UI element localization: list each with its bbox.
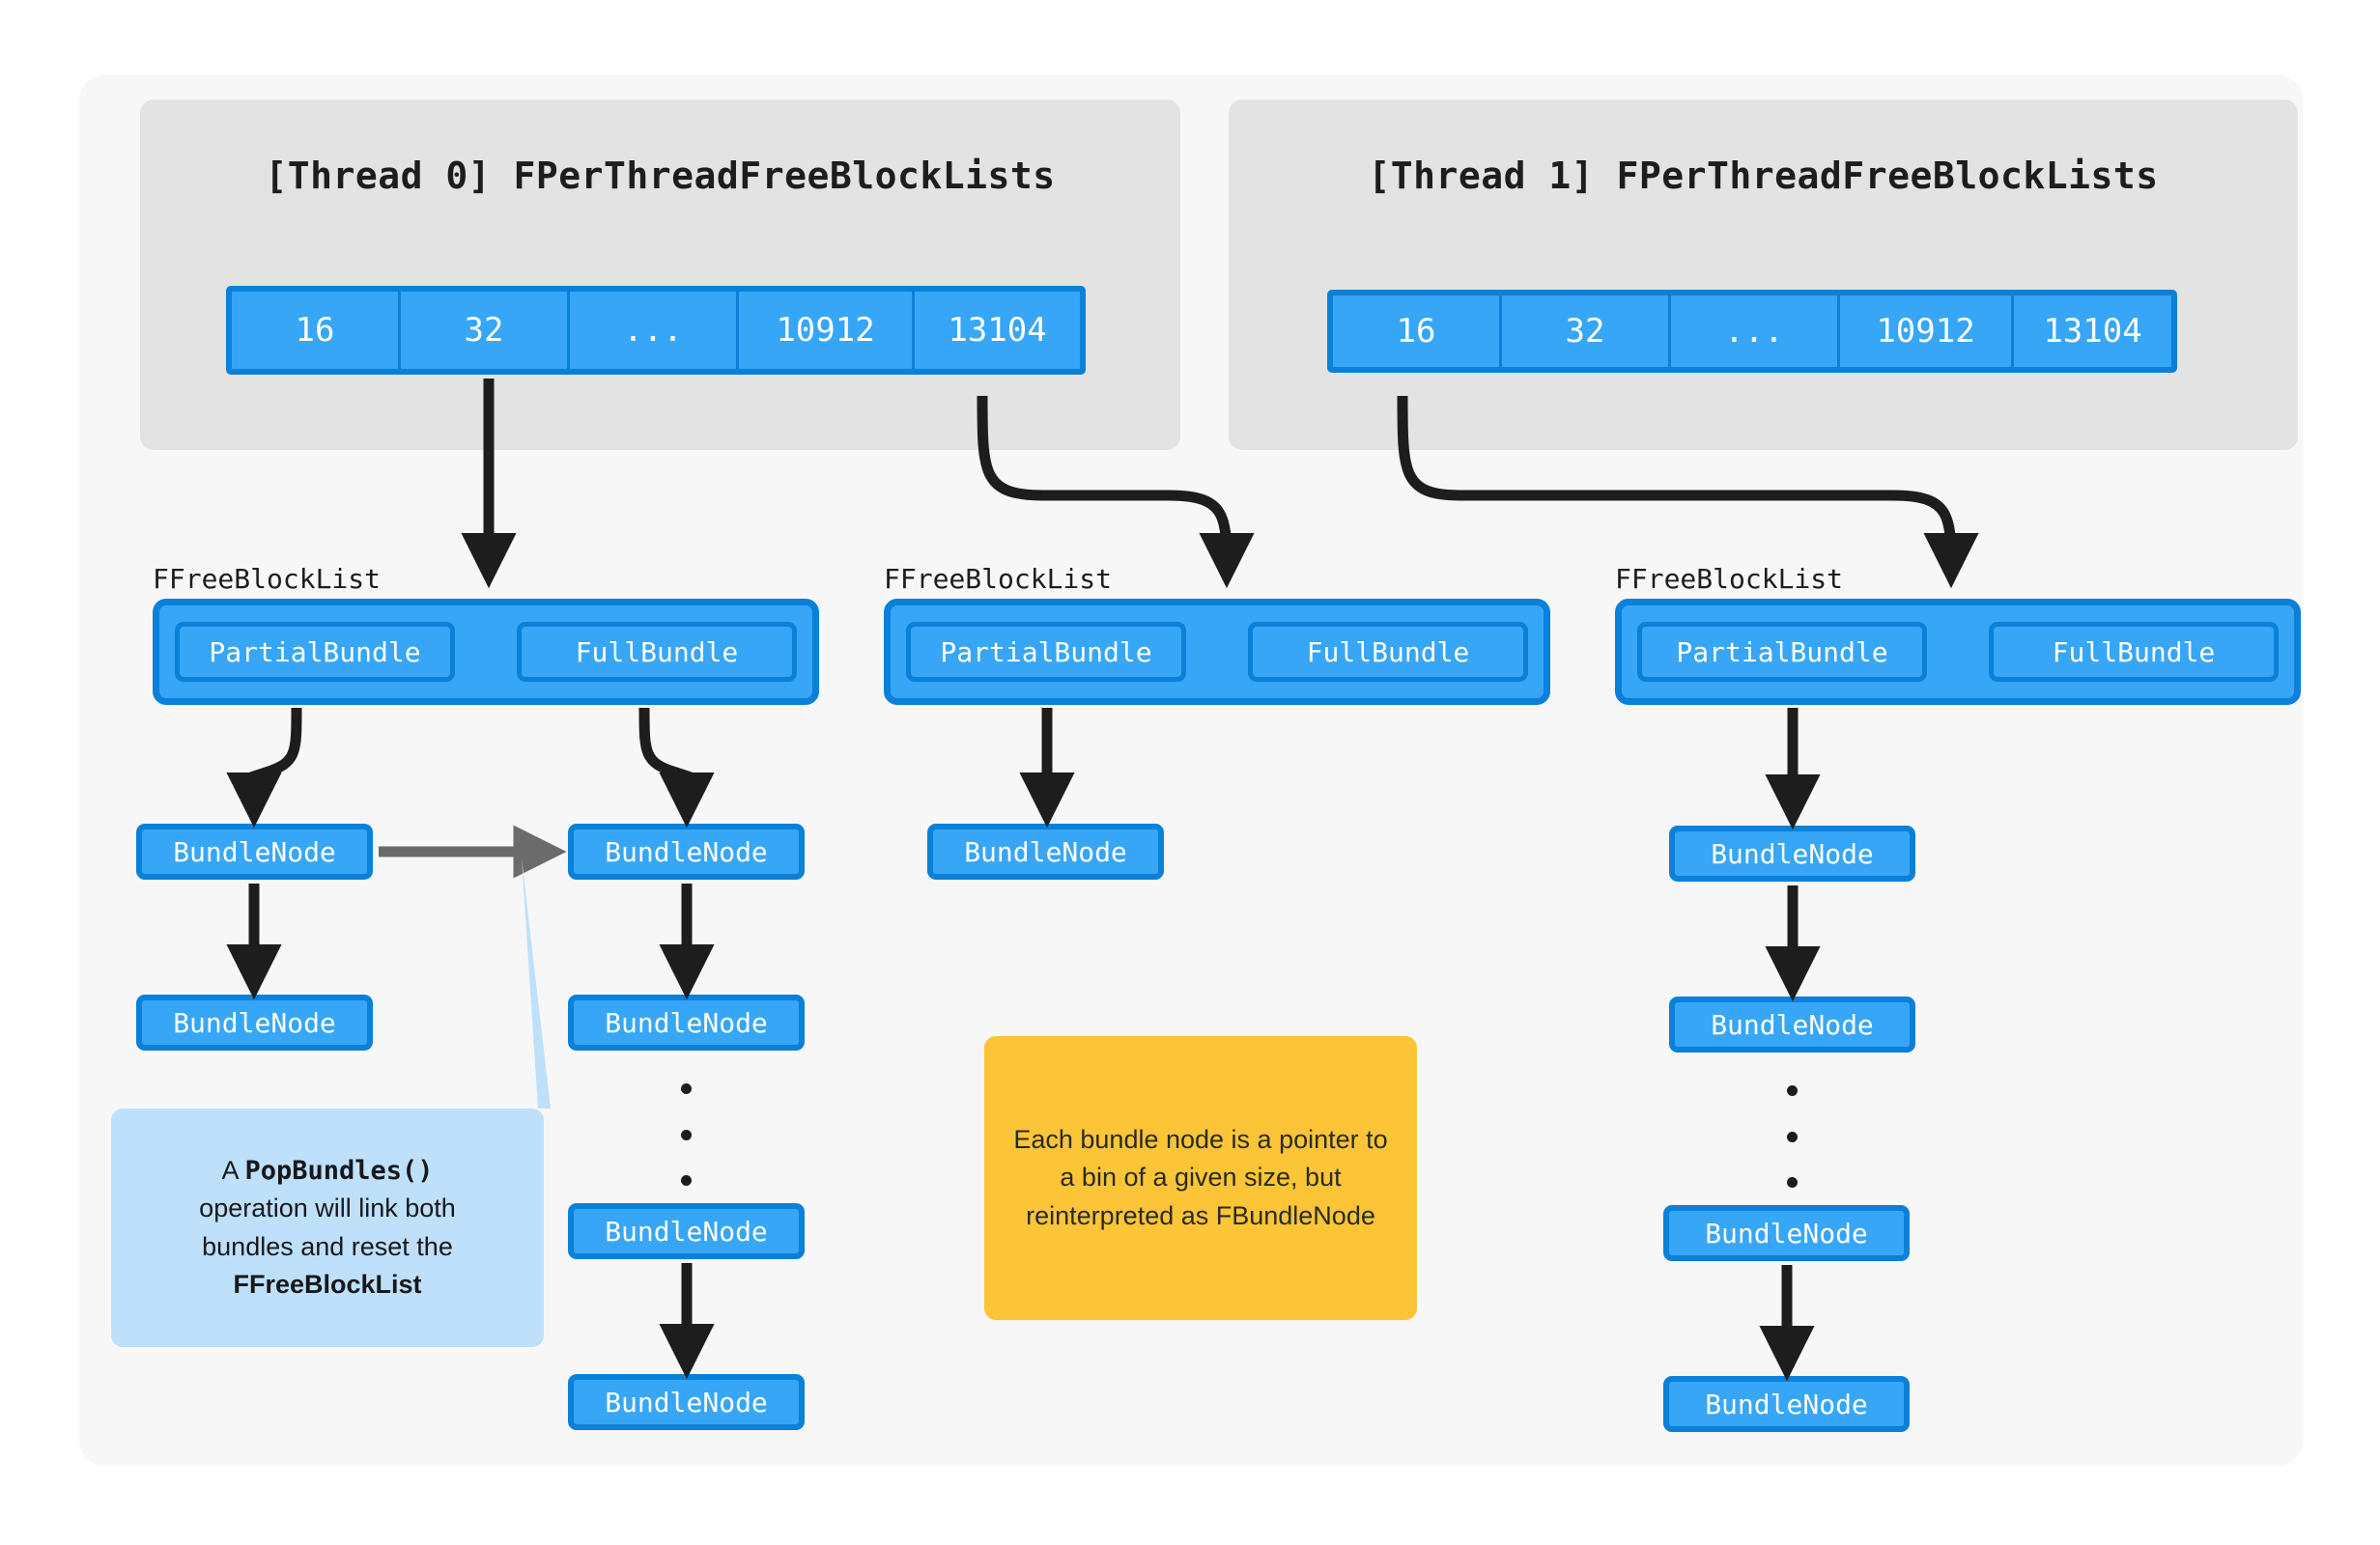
partial-bundle-slot[interactable]: PartialBundle [1637,622,1927,682]
full-bundle-slot[interactable]: FullBundle [517,622,797,682]
bundlenode-callout: Each bundle node is a pointer to a bin o… [984,1036,1417,1320]
ffreeblocklist-label-1: FFreeBlockList [153,563,382,595]
popbundles-line2: operation will link both [199,1194,456,1223]
popbundles-line3: bundles and reset the [202,1231,453,1261]
dot [1787,1131,1798,1142]
dot [1787,1085,1798,1096]
popbundles-line1-prefix: A [221,1156,245,1186]
size-cell[interactable]: 13104 [2014,295,2171,367]
ffreeblocklist-label-3: FFreeBlockList [1615,563,1844,595]
bundle-node[interactable]: BundleNode [1669,826,1915,882]
partial-bundle-slot[interactable]: PartialBundle [175,622,455,682]
bundle-node[interactable]: BundleNode [136,995,373,1051]
ellipsis-dots [681,1083,692,1186]
bundle-node[interactable]: BundleNode [568,824,805,880]
popbundles-callout: A PopBundles() operation will link both … [111,1109,544,1347]
thread-1-panel [1229,99,2298,450]
size-cell[interactable]: 16 [1333,295,1502,367]
bundle-node[interactable]: BundleNode [568,995,805,1051]
ffreeblocklist-box-3: PartialBundle FullBundle [1615,599,2301,705]
full-bundle-slot[interactable]: FullBundle [1248,622,1528,682]
size-cell[interactable]: 32 [401,292,570,369]
ffreeblocklist-label-2: FFreeBlockList [884,563,1113,595]
dot [681,1129,692,1140]
bundlenode-callout-text: Each bundle node is a pointer to a bin o… [1013,1125,1388,1230]
dot [681,1083,692,1094]
thread-1-title: [Thread 1] FPerThreadFreeBlockLists [1368,154,2159,197]
ffreeblocklist-box-1: PartialBundle FullBundle [153,599,819,705]
bundle-node[interactable]: BundleNode [1669,997,1915,1053]
popbundles-code: PopBundles() [244,1156,434,1187]
size-cell[interactable]: ... [570,292,739,369]
popbundles-callout-text: A PopBundles() operation will link both … [199,1152,456,1304]
bundle-node[interactable]: BundleNode [1663,1205,1910,1261]
bundle-node[interactable]: BundleNode [136,824,373,880]
bundle-node[interactable]: BundleNode [568,1374,805,1430]
full-bundle-slot[interactable]: FullBundle [1989,622,2279,682]
thread-0-title: [Thread 0] FPerThreadFreeBlockLists [265,154,1056,197]
thread-1-size-array: 16 32 ... 10912 13104 [1327,290,2177,373]
dot [1787,1177,1798,1188]
size-cell[interactable]: 32 [1502,295,1671,367]
ellipsis-dots [1787,1085,1798,1188]
popbundles-line4: FFreeBlockList [233,1269,422,1299]
thread-0-size-array: 16 32 ... 10912 13104 [226,286,1086,375]
size-cell[interactable]: 10912 [1840,295,2014,367]
thread-0-panel [140,99,1180,450]
dot [681,1175,692,1186]
size-cell[interactable]: 16 [232,292,401,369]
size-cell[interactable]: 13104 [915,292,1080,369]
bundle-node[interactable]: BundleNode [927,824,1164,880]
ffreeblocklist-box-2: PartialBundle FullBundle [884,599,1550,705]
bundle-node[interactable]: BundleNode [568,1203,805,1259]
partial-bundle-slot[interactable]: PartialBundle [906,622,1186,682]
size-cell[interactable]: ... [1671,295,1840,367]
size-cell[interactable]: 10912 [739,292,915,369]
bundle-node[interactable]: BundleNode [1663,1376,1910,1432]
